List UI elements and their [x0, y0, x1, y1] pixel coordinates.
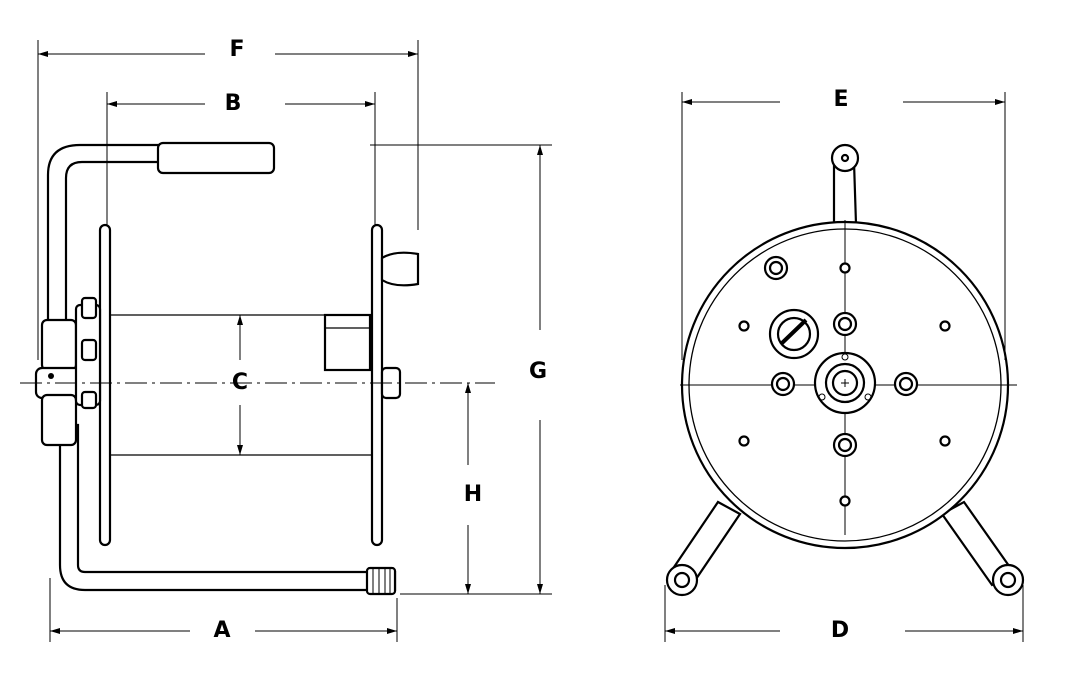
- dimension-g: G: [529, 145, 547, 594]
- dimension-b: B: [107, 91, 375, 116]
- side-view: F B C G H A: [20, 37, 552, 643]
- swivel-assembly: [34, 296, 102, 447]
- legs: [665, 500, 1025, 597]
- small-holes: [738, 262, 951, 507]
- crank-knob: [380, 251, 420, 287]
- left-flange: [98, 223, 112, 547]
- right-flange: [370, 223, 384, 547]
- hub: [813, 351, 877, 415]
- dimension-a: A: [50, 618, 397, 643]
- drum-housing: [323, 313, 372, 372]
- bolts: [763, 255, 919, 458]
- front-view: E D: [664, 87, 1025, 643]
- dimension-f: F: [38, 37, 418, 62]
- plug: [768, 308, 820, 360]
- label-c: C: [232, 370, 248, 395]
- dimension-c: C: [232, 315, 248, 455]
- label-f: F: [229, 37, 244, 62]
- dimension-d: D: [665, 618, 1023, 643]
- label-a: A: [213, 618, 230, 643]
- dimension-e: E: [682, 87, 1005, 112]
- dimension-h: H: [464, 383, 482, 594]
- foot-cap: [365, 566, 397, 596]
- label-e: E: [833, 87, 848, 112]
- label-g: G: [529, 359, 547, 384]
- label-d: D: [831, 618, 849, 643]
- label-h: H: [464, 482, 482, 507]
- label-b: B: [225, 91, 242, 116]
- top-handle: [830, 143, 860, 226]
